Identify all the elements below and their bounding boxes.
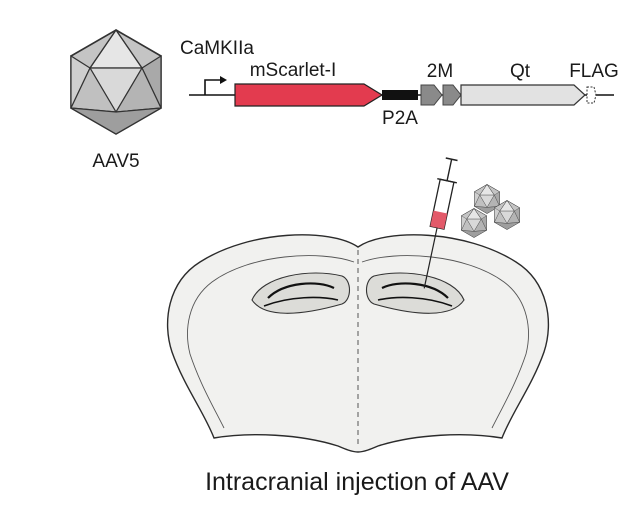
p2a-segment — [382, 90, 418, 100]
p2a-label: P2A — [382, 108, 418, 129]
flag-segment — [586, 86, 597, 104]
flag-label: FLAG — [569, 61, 619, 82]
aav5-label: AAV5 — [92, 151, 139, 172]
qt-label: Qt — [510, 61, 531, 82]
twom-segment — [420, 84, 462, 106]
syringe-icon — [423, 157, 458, 289]
mscarlet-segment — [234, 83, 384, 107]
aav5-capsid-icon — [70, 29, 162, 135]
mscarlet-label: mScarlet-I — [250, 60, 337, 81]
aav-particle-icon — [461, 208, 487, 238]
brain-section — [166, 234, 550, 453]
twom-label: 2M — [427, 61, 453, 82]
diagram-caption: Intracranial injection of AAV — [205, 468, 509, 496]
promoter-arrow-icon — [204, 76, 227, 95]
qt-segment — [460, 84, 586, 106]
promoter-label: CaMKIIa — [180, 38, 254, 59]
